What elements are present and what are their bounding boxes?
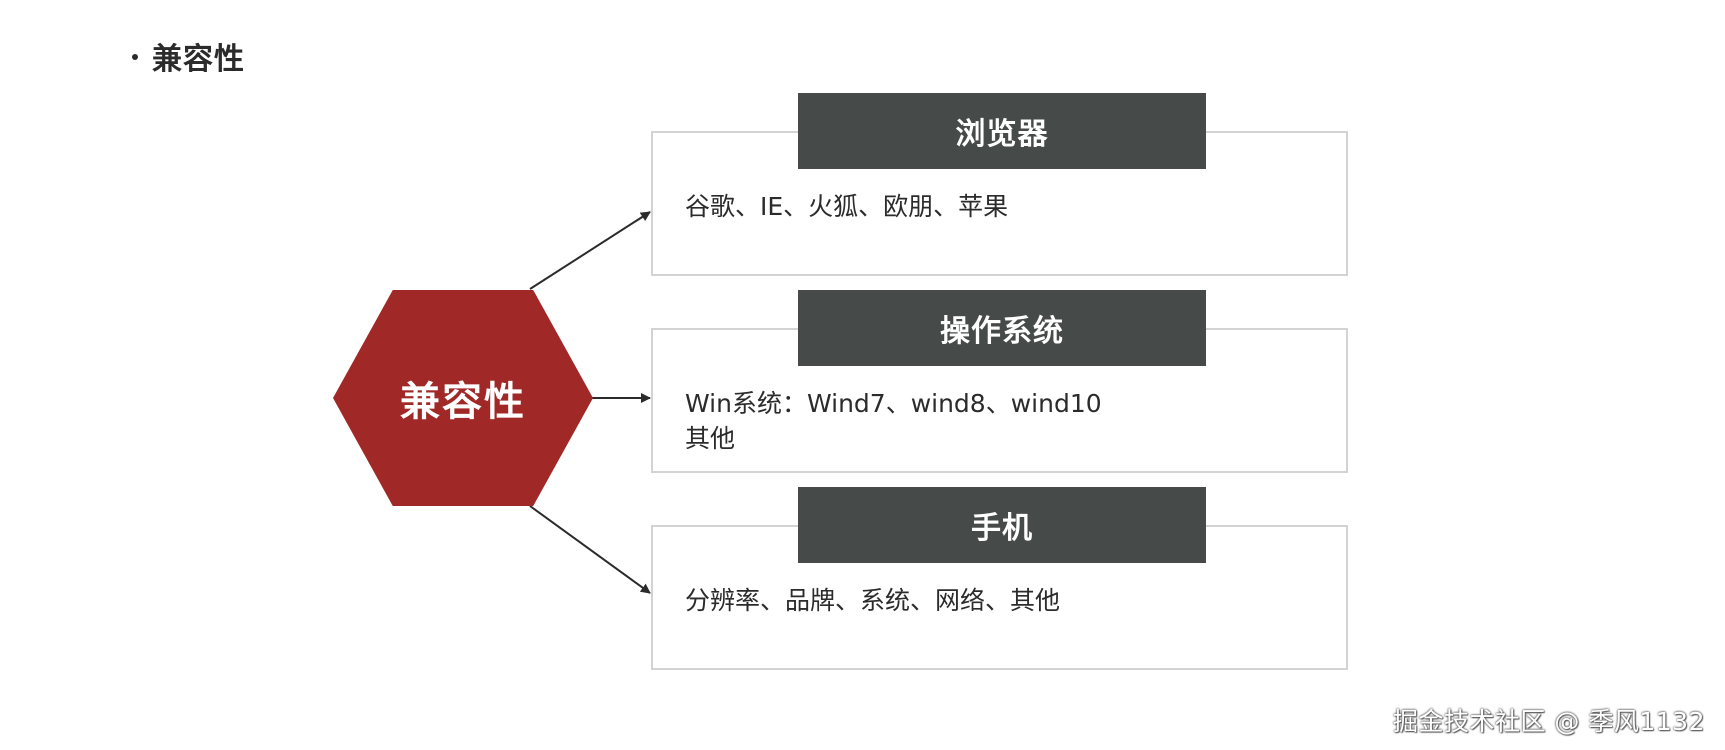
hub-label: 兼容性 xyxy=(400,379,526,425)
panel-mobile-body: 分辨率、品牌、系统、网络、其他 xyxy=(685,586,1061,615)
hub-hexagon: 兼容性 xyxy=(333,290,593,506)
watermark: 掘金技术社区 @ 季风1132 xyxy=(1392,707,1705,736)
panel-browser-header: 浏览器 xyxy=(798,93,1206,169)
panel-browser-body: 谷歌、IE、火狐、欧朋、苹果 xyxy=(685,192,1009,221)
panel-mobile-header: 手机 xyxy=(798,487,1206,563)
arrow-to-browser xyxy=(529,211,651,290)
panel-os-body: Win系统：Wind7、wind8、wind10 其他 xyxy=(685,389,1102,453)
slide-title-text: 兼容性 xyxy=(152,42,245,77)
bullet-dot xyxy=(132,53,138,60)
panel-os-header: 操作系统 xyxy=(798,290,1206,366)
slide-title: 兼容性 xyxy=(132,34,245,78)
arrow-to-mobile xyxy=(529,505,651,594)
